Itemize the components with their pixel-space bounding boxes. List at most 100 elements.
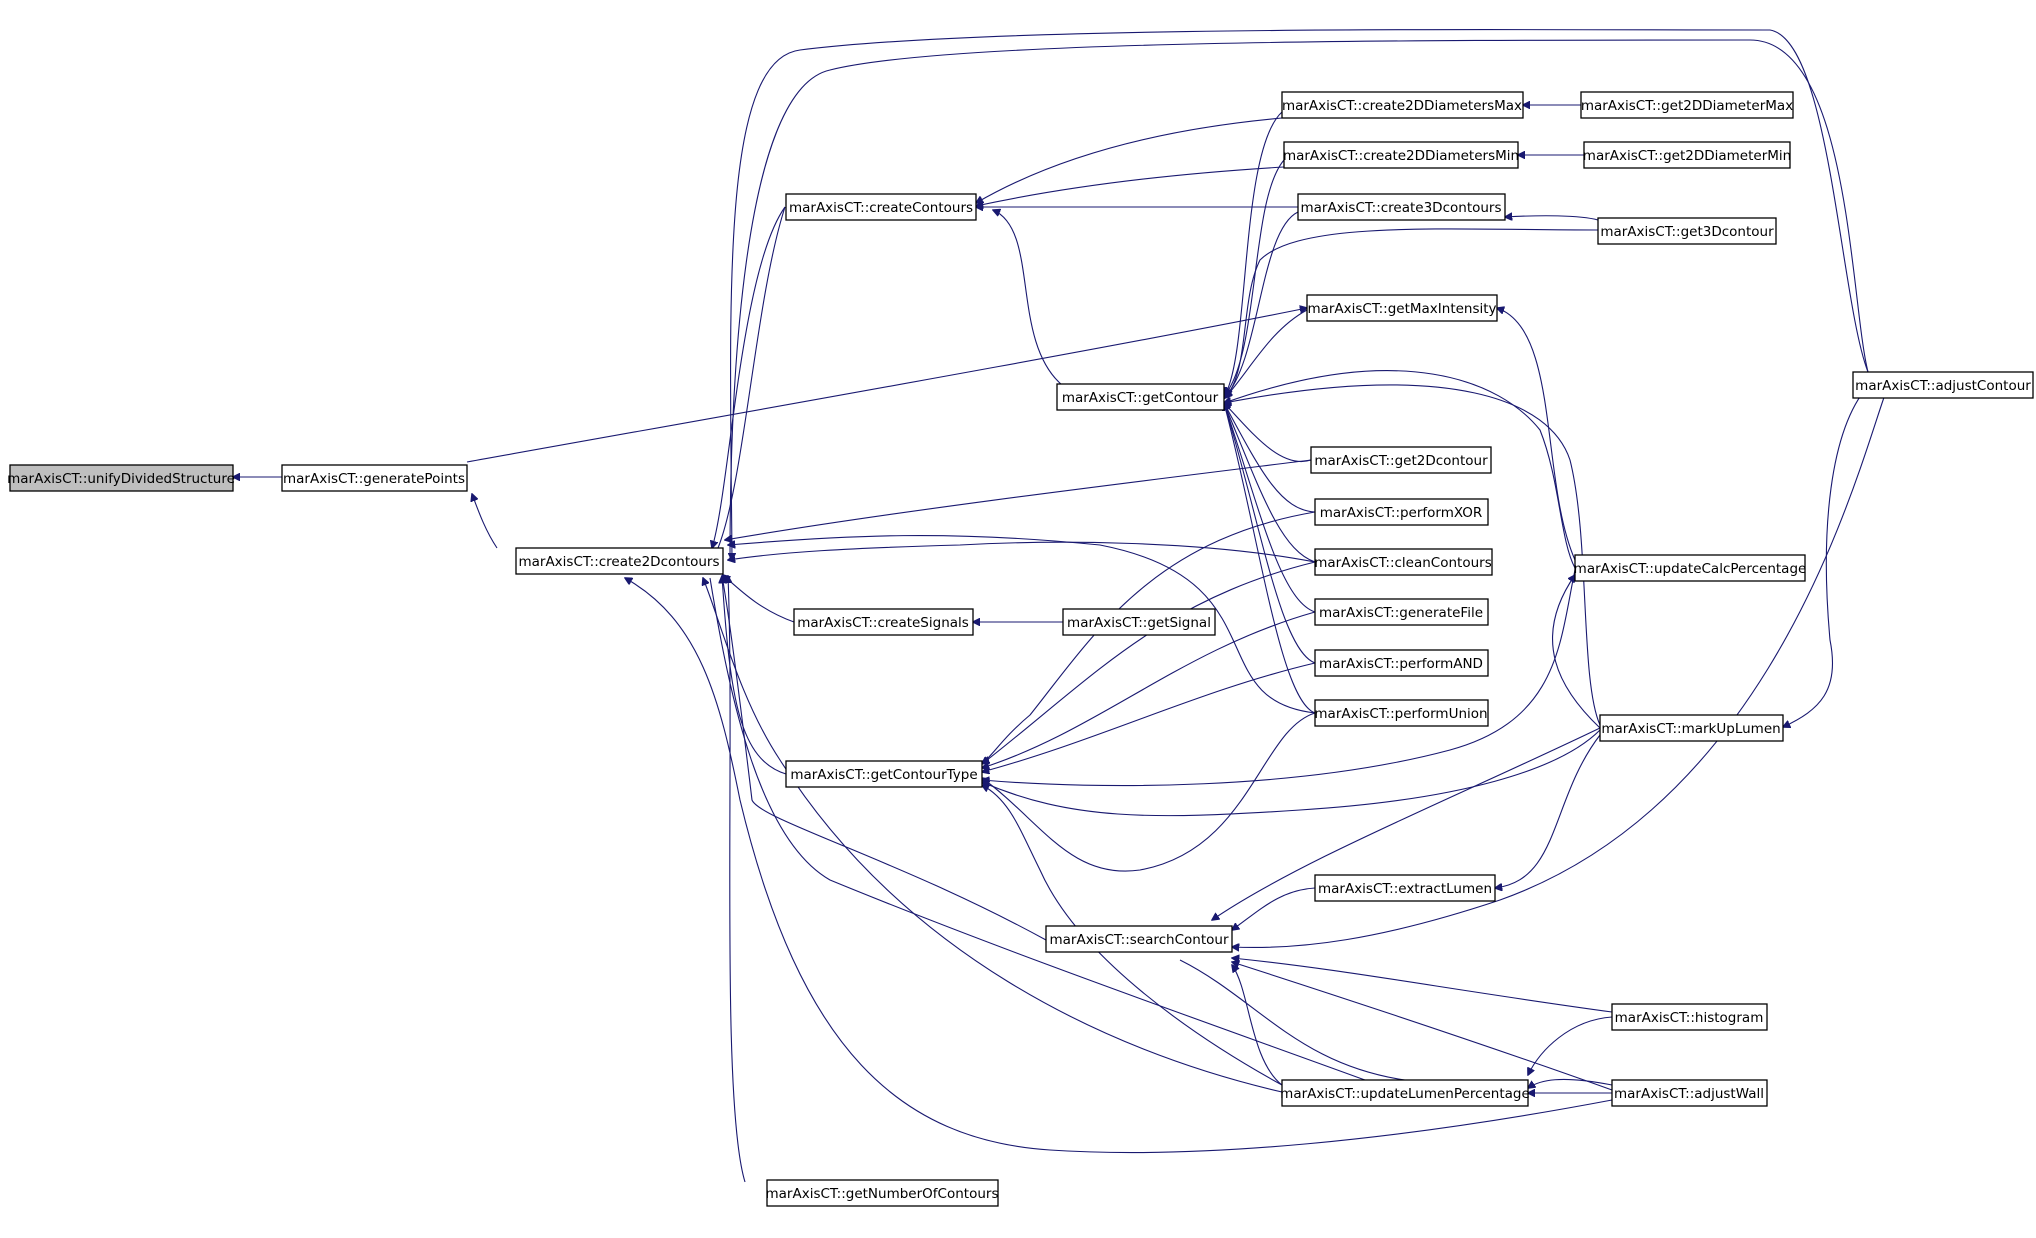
edge — [728, 534, 1316, 714]
edge — [982, 785, 1283, 1086]
node-adjust-wall[interactable]: marAxisCT::adjustWall — [1611, 1079, 1768, 1107]
edge — [472, 494, 498, 549]
edge — [1232, 962, 1613, 1091]
node-label: marAxisCT::performUnion — [1314, 706, 1487, 722]
node-create-2d-diameters-max[interactable]: marAxisCT::create2DDiametersMax — [1281, 91, 1524, 119]
edge — [1232, 385, 1889, 947]
edge — [1225, 228, 1599, 398]
node-update-lumen-percentage[interactable]: marAxisCT::updateLumenPercentage — [1280, 1079, 1530, 1107]
edge — [976, 166, 1285, 206]
node-create-contours[interactable]: marAxisCT::createContours — [785, 193, 977, 221]
edge — [976, 117, 1283, 203]
node-label: marAxisCT::get2Dcontour — [1314, 453, 1488, 469]
node-get-2d-diameter-max[interactable]: marAxisCT::get2DDiameterMax — [1580, 91, 1794, 119]
node-label: marAxisCT::createSignals — [797, 615, 969, 631]
edge — [1551, 575, 1601, 729]
edge — [1495, 734, 1601, 888]
edge — [723, 575, 795, 623]
node-label: marAxisCT::adjustWall — [1614, 1086, 1764, 1102]
edge — [1224, 403, 1316, 563]
edge — [728, 576, 746, 1183]
node-label: marAxisCT::updateLumenPercentage — [1280, 1086, 1530, 1102]
edge — [1783, 385, 1869, 727]
node-generate-points[interactable]: marAxisCT::generatePoints — [281, 464, 468, 492]
node-unify-divided-structure[interactable]: marAxisCT::unifyDividedStructure — [7, 464, 235, 492]
node-generate-file[interactable]: marAxisCT::generateFile — [1314, 598, 1489, 626]
node-label: marAxisCT::performAND — [1319, 656, 1483, 672]
node-update-calc-percentage[interactable]: marAxisCT::updateCalcPercentage — [1574, 554, 1807, 582]
node-label: marAxisCT::get2DDiameterMin — [1583, 148, 1791, 164]
edge — [982, 569, 1576, 787]
edge — [982, 611, 1316, 768]
edge — [625, 578, 1613, 1154]
node-get-2d-diameter-min[interactable]: marAxisCT::get2DDiameterMin — [1583, 141, 1791, 169]
node-label: marAxisCT::createContours — [789, 200, 973, 216]
edge — [1232, 958, 1613, 1013]
edge — [466, 308, 1307, 463]
edge — [1225, 309, 1308, 398]
edge — [1225, 159, 1285, 395]
edge — [982, 712, 1316, 872]
node-label: marAxisCT::generateFile — [1319, 605, 1483, 621]
node-label: marAxisCT::getContourType — [790, 767, 977, 783]
edge — [1224, 403, 1312, 463]
node-get-3d-contour[interactable]: marAxisCT::get3Dcontour — [1597, 217, 1777, 245]
node-label: marAxisCT::getNumberOfContours — [766, 1186, 999, 1202]
edge — [982, 561, 1316, 764]
edge — [1232, 965, 1283, 1086]
edge-layer — [233, 29, 1889, 1183]
edge — [993, 210, 1063, 386]
node-label: marAxisCT::create2DDiametersMax — [1282, 98, 1522, 114]
node-label: marAxisCT::getContour — [1062, 390, 1219, 406]
node-get-contour-type[interactable]: marAxisCT::getContourType — [785, 760, 983, 788]
node-label: marAxisCT::getMaxIntensity — [1307, 301, 1496, 317]
node-label: marAxisCT::extractLumen — [1318, 881, 1492, 897]
node-create-3d-contours[interactable]: marAxisCT::create3Dcontours — [1297, 193, 1506, 221]
edge — [1232, 887, 1316, 930]
edge — [1505, 216, 1599, 220]
edge — [1212, 727, 1601, 920]
edge — [1224, 403, 1316, 613]
node-get-max-intensity[interactable]: marAxisCT::getMaxIntensity — [1306, 294, 1498, 322]
node-search-contour[interactable]: marAxisCT::searchContour — [1045, 925, 1233, 953]
edge — [982, 729, 1601, 817]
node-label: marAxisCT::performXOR — [1320, 505, 1483, 521]
edge — [1528, 1016, 1613, 1075]
edge — [1528, 1078, 1613, 1088]
node-label: marAxisCT::adjustContour — [1855, 378, 2031, 394]
node-perform-and[interactable]: marAxisCT::performAND — [1314, 649, 1489, 677]
edge — [703, 578, 1283, 1093]
node-get-2d-contour[interactable]: marAxisCT::get2Dcontour — [1310, 446, 1492, 474]
node-layer: marAxisCT::unifyDividedStructure marAxis… — [7, 91, 2034, 1207]
edge — [1224, 403, 1316, 664]
edge — [729, 39, 1869, 561]
node-get-signal[interactable]: marAxisCT::getSignal — [1062, 608, 1216, 636]
node-histogram[interactable]: marAxisCT::histogram — [1611, 1003, 1768, 1031]
node-clean-contours[interactable]: marAxisCT::cleanContours — [1314, 548, 1493, 576]
node-label: marAxisCT::get2DDiameterMax — [1581, 98, 1793, 114]
node-get-contour[interactable]: marAxisCT::getContour — [1056, 383, 1225, 411]
node-extract-lumen[interactable]: marAxisCT::extractLumen — [1314, 874, 1496, 902]
node-label: marAxisCT::markUpLumen — [1601, 721, 1780, 737]
edge — [1224, 403, 1316, 513]
edge — [982, 662, 1316, 772]
node-label: marAxisCT::generatePoints — [283, 471, 465, 487]
edge — [722, 576, 787, 775]
node-mark-up-lumen[interactable]: marAxisCT::markUpLumen — [1599, 714, 1784, 742]
node-create-signals[interactable]: marAxisCT::createSignals — [793, 608, 974, 636]
node-create-2d-diameters-min[interactable]: marAxisCT::create2DDiametersMin — [1283, 141, 1519, 169]
node-label: marAxisCT::histogram — [1615, 1010, 1764, 1026]
edge — [709, 577, 1366, 1081]
edge — [1224, 370, 1576, 569]
node-get-number-of-contours[interactable]: marAxisCT::getNumberOfContours — [766, 1179, 999, 1207]
node-create-2d-contours[interactable]: marAxisCT::create2Dcontours — [515, 547, 724, 575]
edge — [728, 541, 1316, 562]
node-adjust-contour[interactable]: marAxisCT::adjustContour — [1852, 371, 2034, 399]
edge — [1179, 959, 1421, 1083]
node-label: marAxisCT::create2Dcontours — [518, 554, 719, 570]
node-label: marAxisCT::cleanContours — [1314, 555, 1492, 571]
node-perform-xor[interactable]: marAxisCT::performXOR — [1314, 498, 1489, 526]
node-perform-union[interactable]: marAxisCT::performUnion — [1314, 699, 1489, 727]
node-label: marAxisCT::get3Dcontour — [1600, 224, 1774, 240]
